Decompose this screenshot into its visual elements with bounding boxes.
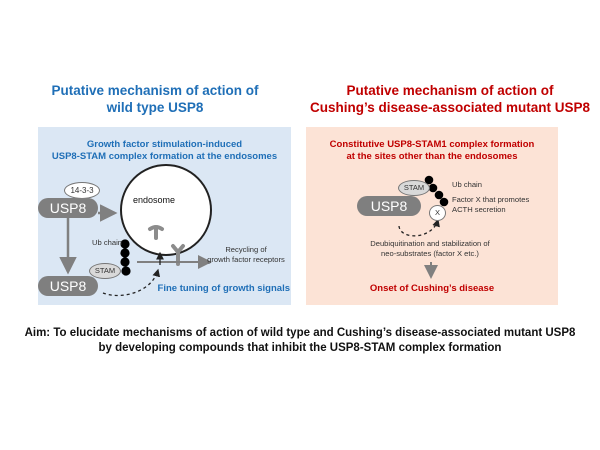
ub-chain-left-icon [120,239,131,276]
left-outcome: Fine tuning of growth signals [157,283,290,294]
aim-line2: by developing compounds that inhibit the… [98,342,502,354]
right-header-line1: Constitutive USP8-STAM1 complex formatio… [329,139,535,150]
stam-right-oval: STAM [398,180,430,196]
factor-x-line2: ACTH secretion [452,204,506,214]
right-title: Putative mechanism of action of Cushing’… [300,82,600,116]
ub-chain-left-label: Ub chain [92,238,122,247]
aim-statement: Aim: To elucidate mechanisms of action o… [10,326,590,356]
dashed-arrow-right [398,218,440,237]
factor-x-oval: X [429,205,446,221]
usp8-mutant-box: USP8 [357,196,421,216]
usp8-bottom-box: USP8 [38,276,98,296]
receptor-inside-icon [148,225,164,240]
usp8-top-box: USP8 [38,198,98,218]
endosome-circle [120,164,212,256]
protein-1433-oval: 14-3-3 [64,182,100,199]
dashed-arrow-left [102,268,161,297]
left-title-line2: wild type USP8 [106,100,204,115]
right-header-line2: at the sites other than the endosomes [346,151,518,162]
ub-chain-right-icon [424,175,449,207]
left-header-line2: USP8-STAM complex formation at the endos… [51,151,278,162]
left-title: Putative mechanism of action of wild typ… [20,82,290,116]
factor-x-line1: Factor X that promotes [452,195,530,204]
deubi-line2: neo-substrates (factor X etc.) [381,248,479,258]
deubiquitination-label: Deubiquitination and stabilization of ne… [350,239,510,258]
recycling-line1: Recycling of [225,245,267,254]
right-title-line2: Cushing’s disease-associated mutant USP8 [309,100,591,115]
factor-x-label: Factor X that promotes ACTH secretion [452,195,529,214]
stam-left-oval: STAM [89,263,121,279]
right-panel-header: Constitutive USP8-STAM1 complex formatio… [306,139,558,163]
left-title-line1: Putative mechanism of action of [51,83,259,98]
ub-chain-right-label: Ub chain [452,180,482,189]
right-title-line1: Putative mechanism of action of [346,83,554,98]
right-outcome: Onset of Cushing’s disease [369,283,495,294]
recycling-label: Recycling of growth factor receptors [202,245,290,264]
deubi-line1: Deubiquitination and stabilization of [370,239,490,248]
left-header-line1: Growth factor stimulation-induced [86,139,243,150]
recycling-line2: growth factor receptors [207,254,285,264]
endosome-label: endosome [133,195,176,205]
left-panel-header: Growth factor stimulation-induced USP8-S… [38,139,291,163]
aim-line1: Aim: To elucidate mechanisms of action o… [24,327,576,339]
